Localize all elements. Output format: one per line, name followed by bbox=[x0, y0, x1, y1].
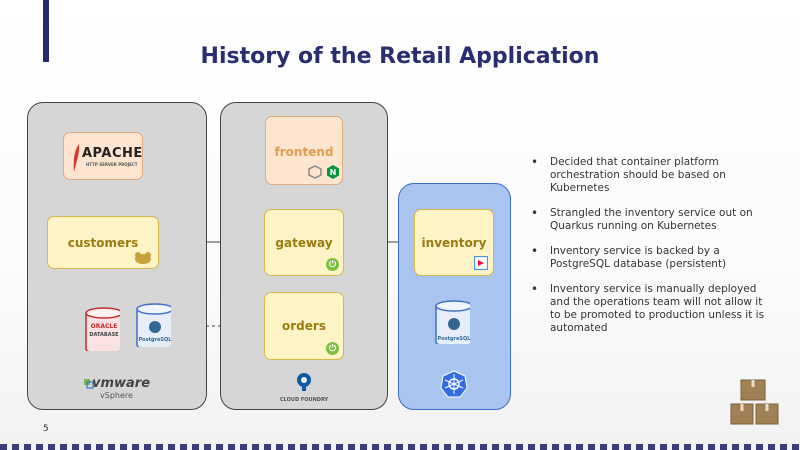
page-number: 5 bbox=[43, 424, 49, 434]
vmware-logo-text: vmware bbox=[92, 376, 151, 391]
footer-dashed-line bbox=[0, 444, 800, 450]
frontend-node: frontend N bbox=[265, 116, 343, 185]
bullet-item: Decided that container platform orchestr… bbox=[529, 156, 774, 195]
apache-feather-icon bbox=[73, 144, 80, 172]
inventory-label: inventory bbox=[421, 235, 487, 250]
postgres-right-database bbox=[435, 300, 470, 344]
gateway-label: gateway bbox=[275, 235, 333, 250]
frontend-label: frontend bbox=[274, 145, 334, 159]
postgres-left-label: PostgreSQL bbox=[138, 337, 172, 343]
customers-node: customers bbox=[47, 216, 159, 269]
orders-node: orders ⏻ bbox=[264, 292, 344, 360]
bullet-item: Strangled the inventory service out on Q… bbox=[529, 207, 774, 233]
nodejs-icon bbox=[308, 165, 322, 179]
oracle-database bbox=[85, 307, 120, 351]
spring-boot-icon: ⏻ bbox=[326, 258, 339, 271]
bullet-item: Inventory service is manually deployed a… bbox=[529, 283, 774, 335]
boxes-icon bbox=[730, 379, 779, 425]
inventory-node: inventory bbox=[414, 209, 494, 276]
oracle-db-label: ORACLE bbox=[90, 323, 118, 330]
kubernetes-icon bbox=[440, 370, 468, 398]
tomcat-icon bbox=[135, 252, 151, 264]
oracle-db-sublabel: DATABASE bbox=[89, 332, 119, 338]
customers-label: customers bbox=[67, 235, 139, 250]
bullet-list: Decided that container platform orchestr… bbox=[529, 156, 774, 347]
vsphere-logo-text: vSphere bbox=[100, 391, 133, 400]
apache-logo-text: APACHE bbox=[82, 146, 143, 161]
vmware-icon bbox=[84, 379, 94, 389]
postgres-right-label: PostgreSQL bbox=[437, 336, 471, 342]
apache-logo-subtext: HTTP SERVER PROJECT bbox=[86, 162, 138, 167]
cloudfoundry-icon bbox=[297, 373, 311, 391]
orders-label: orders bbox=[282, 319, 326, 333]
apache-node: APACHE HTTP SERVER PROJECT bbox=[63, 132, 143, 180]
accent-bar bbox=[43, 0, 49, 62]
cloudfoundry-logo-text: CLOUD FOUNDRY bbox=[280, 397, 329, 403]
svg-text:N: N bbox=[330, 168, 337, 177]
quarkus-icon bbox=[474, 256, 488, 270]
slide-title: History of the Retail Application bbox=[200, 44, 600, 69]
gateway-node: gateway ⏻ bbox=[264, 209, 344, 276]
postgres-left-database bbox=[136, 303, 171, 347]
spring-boot-icon: ⏻ bbox=[326, 342, 339, 355]
nginx-icon: N bbox=[327, 165, 339, 179]
bullet-item: Inventory service is backed by a Postgre… bbox=[529, 245, 774, 271]
